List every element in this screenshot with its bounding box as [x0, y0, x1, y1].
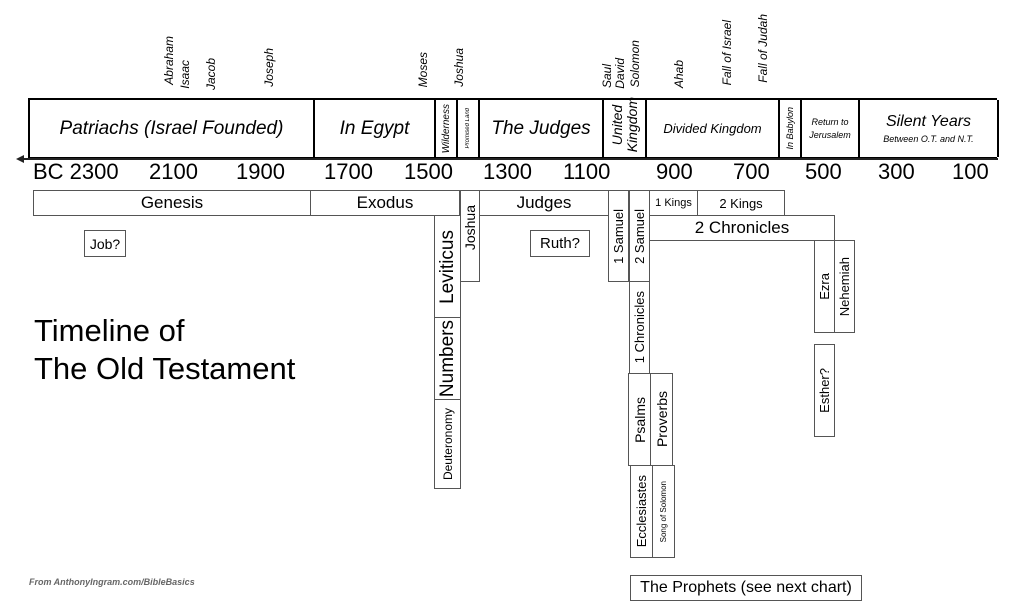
book-ecclesiastes-label: Ecclesiastes — [634, 475, 649, 548]
era-return: Return to Jerusalem — [802, 100, 860, 157]
book-2-samuel-label: 2 Samuel — [632, 208, 647, 264]
year-label: 2100 — [149, 159, 198, 184]
book-exodus: Exodus — [310, 190, 460, 216]
book-ecclesiastes: Ecclesiastes — [630, 465, 653, 558]
book-numbers-label: Numbers — [436, 319, 458, 398]
book-esther-label: Esther? — [817, 368, 832, 413]
book-judges: Judges — [479, 190, 609, 216]
person-fall-of-judah: Fall of Judah — [756, 14, 770, 83]
book-psalms: Psalms — [628, 373, 651, 466]
person-david: David — [613, 58, 627, 89]
person-jacob: Jacob — [204, 58, 218, 91]
book-job: Job? — [84, 230, 126, 257]
person-ahab: Ahab — [672, 60, 686, 89]
era-babylon-label: In Babylon — [785, 107, 795, 150]
book-song-label: Song of Solomon — [659, 480, 668, 543]
person-solomon: Solomon — [628, 40, 642, 88]
book-1-chronicles-label: 1 Chronicles — [632, 291, 647, 364]
era-wilderness: Wilderness — [436, 100, 458, 157]
page-title: Timeline of The Old Testament — [34, 312, 295, 388]
year-label: 1900 — [236, 159, 285, 184]
person-abraham: Abraham — [162, 36, 176, 85]
person-joshua: Joshua — [452, 48, 466, 87]
year-label: 1500 — [404, 159, 453, 184]
book-joshua-label: Joshua — [462, 205, 478, 251]
year-label: BC 2300 — [33, 159, 119, 184]
era-patriarchs: Patriachs (Israel Founded) — [30, 100, 315, 157]
book-1-samuel-label: 1 Samuel — [611, 208, 626, 264]
book-deuteronomy: Deuteronomy — [434, 399, 461, 489]
era-return-line2: Jerusalem — [809, 129, 851, 140]
era-band: Patriachs (Israel Founded) In Egypt Wild… — [28, 96, 999, 159]
book-1-kings: 1 Kings — [649, 190, 698, 216]
year-label: 700 — [733, 159, 770, 184]
arrow-left-icon — [16, 155, 24, 163]
book-ruth: Ruth? — [530, 230, 590, 257]
year-label: 1100 — [563, 159, 611, 184]
book-deuteronomy-label: Deuteronomy — [440, 407, 455, 481]
book-joshua: Joshua — [460, 190, 480, 282]
book-2-chronicles: 2 Chronicles — [649, 215, 835, 241]
year-label: 900 — [656, 159, 693, 184]
era-kingdom-word: Kingdom — [623, 96, 640, 153]
year-label: 1700 — [324, 159, 373, 184]
book-esther: Esther? — [814, 344, 835, 437]
book-leviticus-label: Leviticus — [436, 229, 458, 304]
book-ezra: Ezra — [814, 240, 835, 333]
era-silent-sub: Between O.T. and N.T. — [883, 134, 974, 144]
era-promised-land: Promised Land — [458, 100, 480, 157]
book-1-samuel: 1 Samuel — [608, 190, 629, 282]
year-label: 500 — [805, 159, 842, 184]
era-silent-label: Silent Years — [885, 113, 972, 130]
era-divided-label: Divided Kingdom — [663, 121, 762, 136]
person-saul: Saul — [600, 64, 614, 89]
person-isaac: Isaac — [178, 60, 192, 89]
title-line-1: Timeline of — [34, 313, 185, 348]
book-nehemiah: Nehemiah — [834, 240, 855, 333]
book-numbers: Numbers — [434, 317, 461, 400]
credit-text: From AnthonyIngram.com/BibleBasics — [29, 577, 195, 587]
book-2-kings: 2 Kings — [697, 190, 785, 216]
era-egypt-label: In Egypt — [339, 117, 410, 139]
era-wilderness-label: Wilderness — [440, 103, 452, 154]
timeline-axis — [18, 158, 998, 160]
book-song-of-solomon: Song of Solomon — [652, 465, 675, 558]
year-label: 1300 — [483, 159, 532, 184]
era-egypt: In Egypt — [315, 100, 436, 157]
person-joseph: Joseph — [262, 48, 276, 87]
prophets-note: The Prophets (see next chart) — [630, 575, 862, 601]
book-2-samuel: 2 Samuel — [629, 190, 650, 282]
person-fall-of-israel: Fall of Israel — [720, 20, 734, 86]
book-psalms-label: Psalms — [631, 396, 648, 443]
year-label: 100 — [952, 159, 989, 184]
era-judges-label: The Judges — [491, 117, 591, 139]
book-leviticus: Leviticus — [434, 215, 461, 318]
book-proverbs-label: Proverbs — [653, 391, 670, 448]
book-nehemiah-label: Nehemiah — [837, 256, 852, 317]
era-united-word: United — [608, 104, 625, 145]
book-genesis: Genesis — [33, 190, 311, 216]
era-babylon: In Babylon — [780, 100, 802, 157]
person-moses: Moses — [416, 52, 430, 88]
era-patriarchs-label: Patriachs (Israel Founded) — [59, 117, 284, 139]
book-proverbs: Proverbs — [650, 373, 673, 466]
era-judges: The Judges — [480, 100, 604, 157]
title-line-2: The Old Testament — [34, 351, 296, 386]
era-divided-kingdom: Divided Kingdom — [647, 100, 780, 157]
book-1-chronicles: 1 Chronicles — [629, 281, 650, 374]
era-promised-land-label: Promised Land — [465, 108, 471, 149]
era-return-line1: Return to — [811, 116, 849, 127]
book-ezra-label: Ezra — [817, 273, 832, 300]
year-label: 300 — [878, 159, 915, 184]
